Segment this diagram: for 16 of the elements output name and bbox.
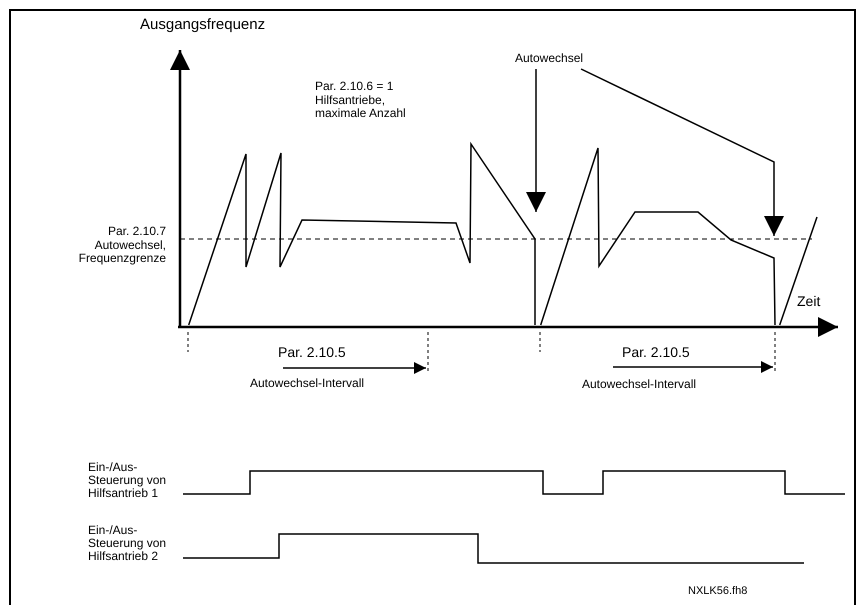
annotation-text: Par. 2.10.6 = 1 (315, 80, 394, 93)
leader-arrow (526, 69, 546, 212)
axis-title: Zeit (797, 295, 820, 308)
signal-label: Ein-/Aus-Steuerung von Hilfsantrieb 2 (88, 524, 168, 563)
interval-label: Autowechsel-Intervall (250, 377, 364, 390)
parameter-label: Par. 2.10.5 (278, 346, 346, 359)
leader-arrow (580, 68, 784, 236)
annotation-text: Par. 2.10.7 (106, 225, 166, 238)
figure-code: NXLK56.fh8 (688, 585, 748, 598)
axis-title: Ausgangsfrequenz (140, 18, 266, 31)
signal-label: Ein-/Aus-Steuerung von Hilfsantrieb 1 (88, 461, 168, 500)
annotation-text: Autowechsel, Frequenzgrenze (78, 239, 166, 265)
parameter-label: Par. 2.10.5 (622, 346, 690, 359)
callout-label: Autowechsel (515, 51, 584, 65)
interval-label: Autowechsel-Intervall (582, 378, 696, 391)
annotation-text: Hilfsantriebe, maximale Anzahl (315, 94, 407, 120)
